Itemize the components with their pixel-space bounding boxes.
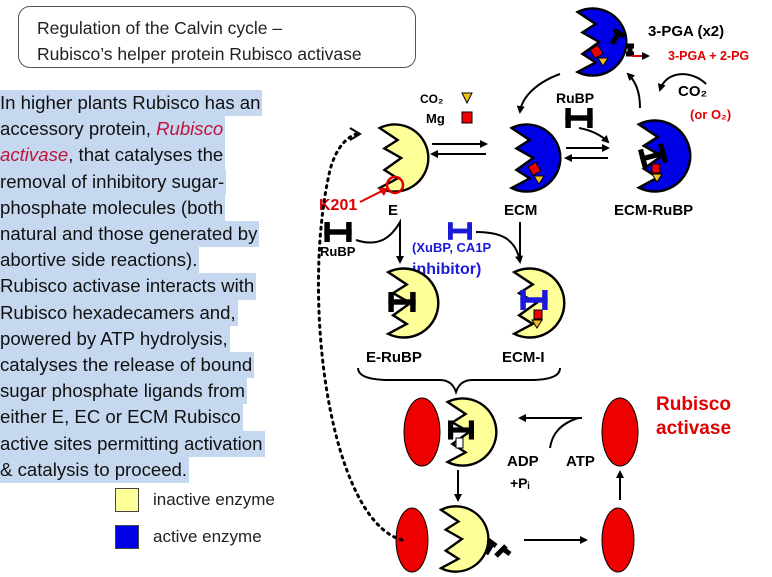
label-mg: Mg (426, 111, 445, 126)
label-3pga-2pg: 3-PGA + 2-PG (668, 49, 749, 63)
dotted-return-arrow-head (349, 127, 362, 141)
k201-circle-icon (385, 175, 405, 195)
co2-arrow (657, 73, 707, 92)
body-line: natural and those generated by (0, 221, 260, 248)
grouping-brace (357, 367, 561, 396)
label-e: E (388, 202, 398, 219)
dotted-return-arrow (317, 132, 404, 542)
label-rubp-left: RuBP (320, 244, 356, 259)
rubisco-activase-highlight: activase (0, 144, 69, 166)
label-rubisco-activase-1: Rubisco (656, 394, 731, 415)
k201-pointer-head (378, 188, 388, 196)
enzyme-e-rubp (386, 267, 440, 339)
label-rubisco-activase-2: activase (656, 418, 731, 439)
arrow-atp-hydrolysis (549, 417, 579, 449)
label-rubp-top: RuBP (556, 90, 594, 106)
body-line: accessory protein, Rubisco (0, 116, 226, 143)
label-co2: CO₂ (678, 83, 707, 100)
body-line: catalyses the release of bound (0, 352, 255, 379)
label-3pga-x2: 3-PGA (x2) (648, 23, 724, 40)
enzyme-ecm (510, 123, 562, 193)
label-inhibitor-paren: (XuBP, CA1P (412, 240, 492, 255)
title-line-1: Regulation of the Calvin cycle – (37, 18, 283, 38)
inhibitor-icon (448, 222, 472, 240)
body-line: powered by ATP hydrolysis, (0, 325, 230, 353)
arrow-to-top-enzyme (626, 72, 641, 109)
body-text: In higher plants Rubisco has an accessor… (0, 90, 310, 484)
activase-complex-top (403, 397, 498, 467)
co2-marker-icon (461, 92, 473, 105)
label-inhibitor: inhibitor) (412, 261, 481, 278)
activase-complex-bottom (395, 505, 512, 573)
label-co2-small: CO₂ (420, 92, 443, 106)
body-line: Rubisco hexadecamers and, (0, 299, 238, 326)
enzyme-e (378, 123, 430, 195)
activase-right-top (601, 397, 639, 467)
body-line: abortive side reactions). (0, 247, 200, 274)
rubisco-activase-highlight: Rubisco (156, 118, 224, 140)
body-line: & catalysis to proceed. (0, 456, 190, 484)
body-line: In higher plants Rubisco has an (0, 90, 263, 117)
activase-right-bottom (601, 507, 635, 573)
rubp-left-icon (324, 222, 352, 242)
mg-marker-icon (461, 111, 473, 124)
legend-inactive-swatch (115, 488, 139, 512)
body-line: phosphate molecules (both (0, 194, 226, 222)
enzyme-ecm-rubp (637, 119, 692, 193)
title-line-2: Rubisco’s helper protein Rubisco activas… (37, 44, 362, 64)
arrow-rubp-binding (578, 127, 610, 144)
label-adp: ADP (507, 453, 539, 470)
label-pi: +Pᵢ (510, 475, 530, 491)
body-line: either E, EC or ECM Rubisco (0, 404, 243, 431)
label-atp: ATP (566, 453, 595, 470)
body-line: activase, that catalyses the (0, 142, 226, 169)
body-line: active sites permitting activation (0, 430, 265, 457)
label-e-rubp: E-RuBP (366, 349, 422, 366)
label-or-o2: (or O₂) (690, 107, 731, 122)
enzyme-active-top (576, 7, 634, 77)
body-line: removal of inhibitory sugar- (0, 168, 227, 195)
legend-active-label: active enzyme (153, 527, 262, 546)
label-k201: K201 (319, 197, 357, 214)
legend-inactive-label: inactive enzyme (153, 490, 275, 509)
title-box: Regulation of the Calvin cycle – Rubisco… (18, 6, 416, 68)
arrow-to-ecm (516, 73, 561, 114)
body-line: Rubisco activase interacts with (0, 273, 257, 300)
legend-active-swatch (115, 525, 139, 549)
label-ecm-rubp: ECM-RuBP (614, 202, 693, 219)
arrow-ecm-to-ecmi (475, 231, 523, 264)
label-ecm-i: ECM-I (502, 349, 545, 366)
enzyme-ecm-i (512, 267, 566, 339)
label-ecm: ECM (504, 202, 537, 219)
body-line: sugar phosphate ligands from (0, 378, 247, 405)
arrow-e-to-erubp (355, 218, 404, 264)
k201-pointer (359, 189, 385, 203)
rubp-top-icon (565, 108, 593, 128)
